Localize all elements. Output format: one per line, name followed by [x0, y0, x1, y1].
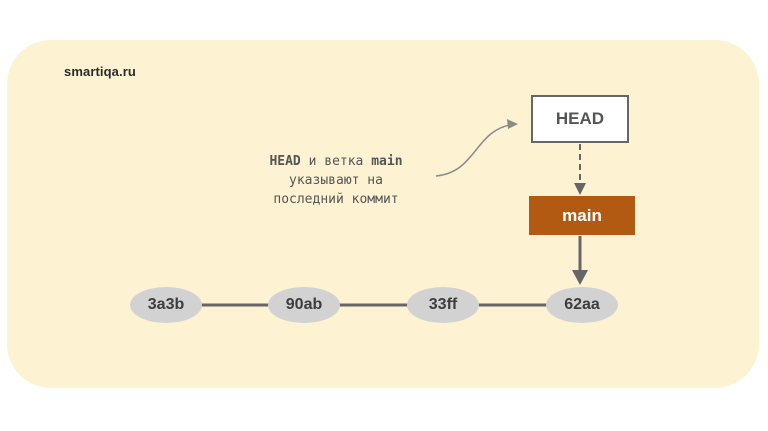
- caption-line-3: последний коммит: [273, 192, 399, 207]
- caption-pointer-arrowhead: [507, 119, 518, 129]
- diagram-caption: HEAD и ветка main указывают на последний…: [236, 152, 436, 209]
- commit-node-4: 62aa: [546, 287, 618, 323]
- head-pointer-box: HEAD: [531, 95, 629, 143]
- site-watermark: smartiqa.ru: [64, 64, 136, 79]
- caption-line-2: указывают на: [289, 173, 383, 188]
- caption-branch-word: main: [371, 154, 403, 169]
- branch-to-commit-arrowhead: [572, 270, 588, 285]
- commit-node-1: 3a3b: [130, 287, 202, 323]
- caption-line-1: HEAD и ветка main: [236, 152, 436, 171]
- commit-node-2: 90ab: [268, 287, 340, 323]
- main-branch-box: main: [529, 196, 635, 235]
- caption-head-word: HEAD: [269, 154, 301, 169]
- caption-connector-text: и ветка: [300, 154, 372, 169]
- commit-node-3: 33ff: [407, 287, 479, 323]
- head-to-branch-arrowhead: [574, 183, 586, 195]
- caption-pointer-curve: [435, 123, 517, 177]
